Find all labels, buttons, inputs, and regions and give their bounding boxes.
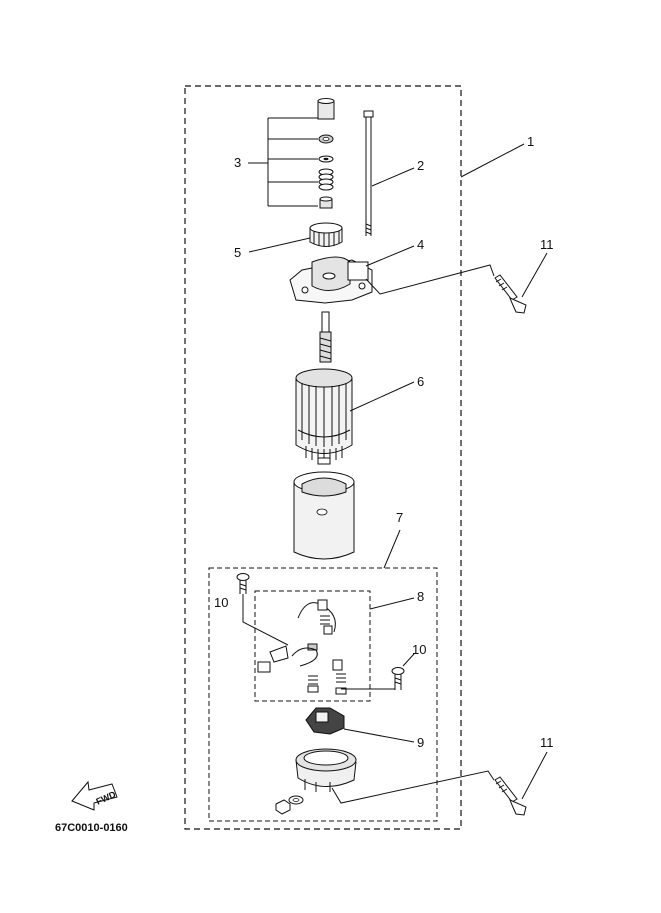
mounting-bolt-upper xyxy=(494,274,527,314)
callout-9: 9 xyxy=(417,735,424,750)
pinion-stopper-set xyxy=(317,98,335,209)
screw-upper xyxy=(236,573,250,594)
nut-washer xyxy=(275,795,304,815)
callout-10-upper: 10 xyxy=(214,595,228,610)
callout-4: 4 xyxy=(417,237,424,252)
fwd-arrow-icon: FWD xyxy=(71,780,118,811)
callout-11-lower: 11 xyxy=(540,735,554,750)
lower-cover xyxy=(295,748,357,792)
callout-7: 7 xyxy=(396,510,403,525)
callout-1: 1 xyxy=(527,134,534,149)
callout-5: 5 xyxy=(234,245,241,260)
pinion-gear xyxy=(309,222,343,247)
through-bolt xyxy=(363,110,374,236)
callout-10-lower: 10 xyxy=(412,642,426,657)
brush-plate xyxy=(305,707,345,735)
upper-bracket xyxy=(289,256,373,304)
brush-holder-parts xyxy=(257,599,347,695)
mounting-bolt-lower xyxy=(494,776,527,816)
callout-11-upper: 11 xyxy=(540,237,554,252)
callout-2: 2 xyxy=(417,158,424,173)
yoke xyxy=(293,471,355,560)
lower-assembly-boundary xyxy=(208,567,438,822)
callout-6: 6 xyxy=(417,374,424,389)
callout-8: 8 xyxy=(417,589,424,604)
brush-holder-boundary xyxy=(254,590,371,702)
diagram-code: 67C0010-0160 xyxy=(55,822,128,834)
callout-3: 3 xyxy=(234,155,241,170)
armature xyxy=(295,311,353,465)
screw-lower xyxy=(391,667,405,690)
